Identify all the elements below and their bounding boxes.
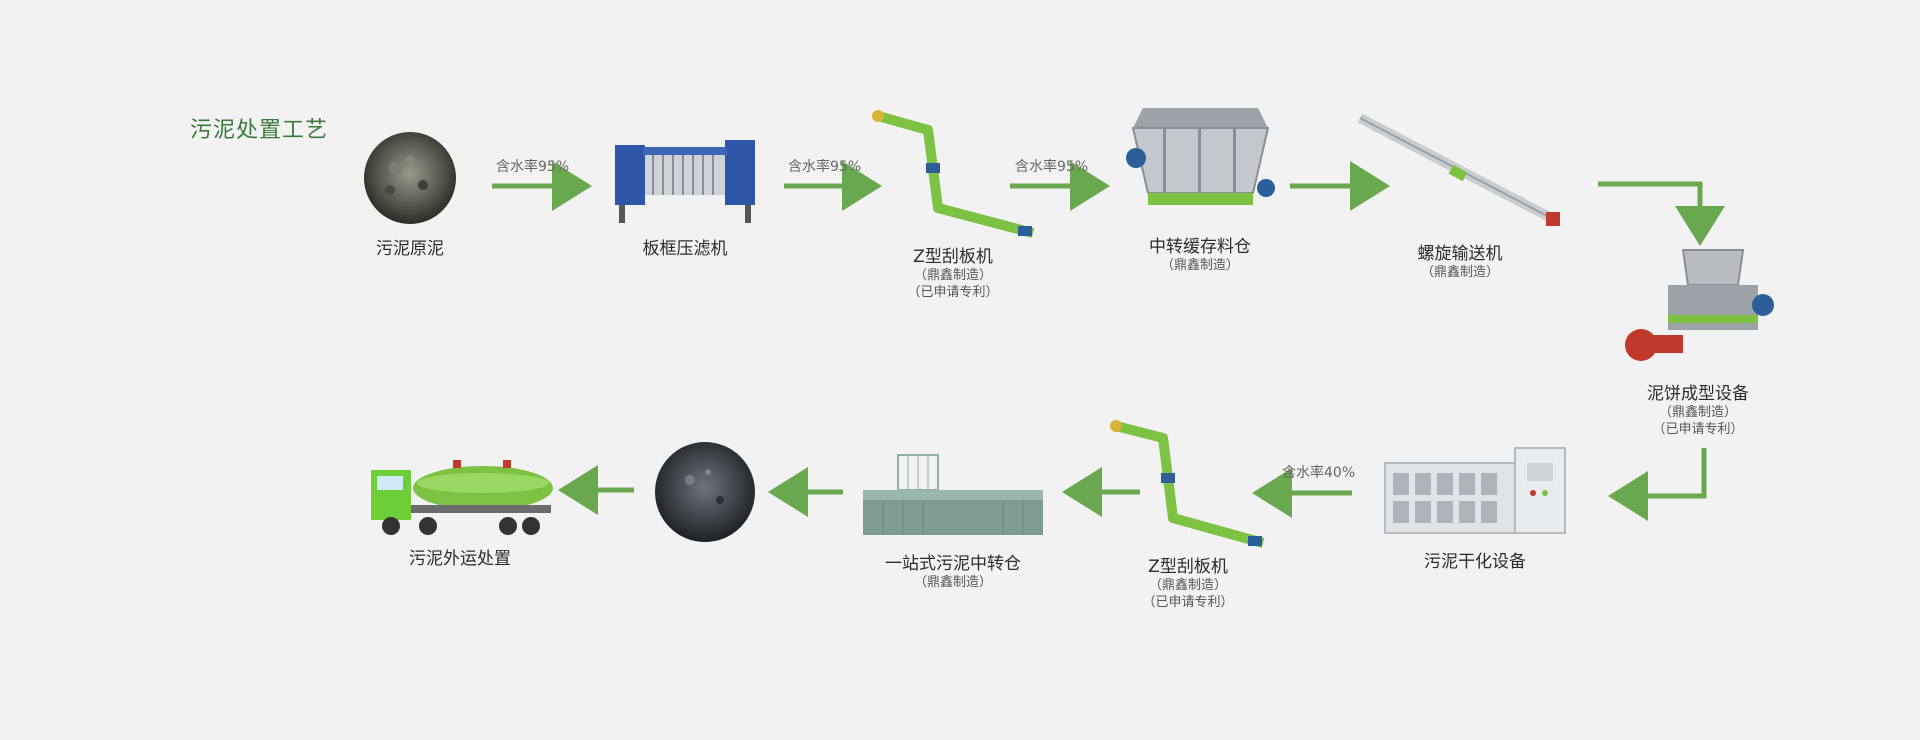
node-label: Z型刮板机 <box>913 247 993 267</box>
node-cake-forming: 泥饼成型设备 （鼎鑫制造） （已申请专利） <box>1608 245 1788 438</box>
filter-press-icon <box>615 140 755 223</box>
screw-conveyor-icon <box>1357 113 1560 226</box>
node-label: Z型刮板机 <box>1148 557 1228 577</box>
water-content-label: 含水率40% <box>1282 465 1356 481</box>
node-sludge-dryer: 污泥干化设备 <box>1370 443 1580 572</box>
node-filter-press: 板框压滤机 <box>600 125 770 259</box>
node-label: 一站式污泥中转仓 <box>885 554 1021 574</box>
node-note: （鼎鑫制造） <box>913 268 992 283</box>
node-note: （已申请专利） <box>907 285 999 300</box>
node-raw-sludge: 污泥原泥 <box>350 130 470 259</box>
water-content-label: 含水率95% <box>496 159 570 175</box>
node-note: （已申请专利） <box>1652 422 1744 437</box>
node-note: （鼎鑫制造） <box>1420 265 1499 280</box>
node-label: 污泥原泥 <box>376 239 444 259</box>
node-note: （已申请专利） <box>1142 595 1234 610</box>
node-label: 污泥外运处置 <box>409 549 511 569</box>
node-label: 板框压滤机 <box>642 239 728 259</box>
node-label: 污泥干化设备 <box>1424 552 1526 572</box>
node-label: 泥饼成型设备 <box>1647 384 1749 404</box>
water-content-label: 含水率95% <box>1015 159 1089 175</box>
node-note: （鼎鑫制造） <box>1658 405 1737 420</box>
sludge-pile-icon <box>364 132 456 224</box>
z-scraper-icon <box>872 110 1035 238</box>
arrow-cake-to-dryer <box>1608 448 1707 521</box>
water-content-label: 含水率95% <box>788 159 862 175</box>
node-truck-transport: 污泥外运处置 <box>360 450 560 569</box>
page-title: 污泥处置工艺 <box>190 118 329 143</box>
node-label: 螺旋输送机 <box>1417 244 1503 264</box>
node-z-scraper-2: Z型刮板机 （鼎鑫制造） （已申请专利） <box>1108 418 1268 611</box>
cake-forming-icon <box>1625 249 1774 361</box>
node-note: （鼎鑫制造） <box>913 575 992 590</box>
buffer-silo-icon <box>1125 108 1275 205</box>
node-buffer-silo: 中转缓存料仓 （鼎鑫制造） <box>1115 98 1285 274</box>
node-z-scraper-1: Z型刮板机 （鼎鑫制造） （已申请专利） <box>868 108 1038 301</box>
tanker-truck-icon <box>370 460 553 535</box>
dried-sludge-icon <box>655 442 755 542</box>
node-label: 中转缓存料仓 <box>1149 237 1251 257</box>
node-note: （鼎鑫制造） <box>1160 258 1239 273</box>
dryer-icon <box>1384 447 1566 534</box>
node-screw-conveyor: 螺旋输送机 （鼎鑫制造） <box>1350 110 1570 281</box>
node-dried-sludge <box>645 440 765 549</box>
arrow-screw-to-cake <box>1598 181 1725 246</box>
node-note: （鼎鑫制造） <box>1148 578 1227 593</box>
node-transfer-station: 一站式污泥中转仓 （鼎鑫制造） <box>858 450 1048 591</box>
transfer-station-icon <box>863 454 1043 535</box>
z-scraper-icon <box>1110 420 1265 548</box>
